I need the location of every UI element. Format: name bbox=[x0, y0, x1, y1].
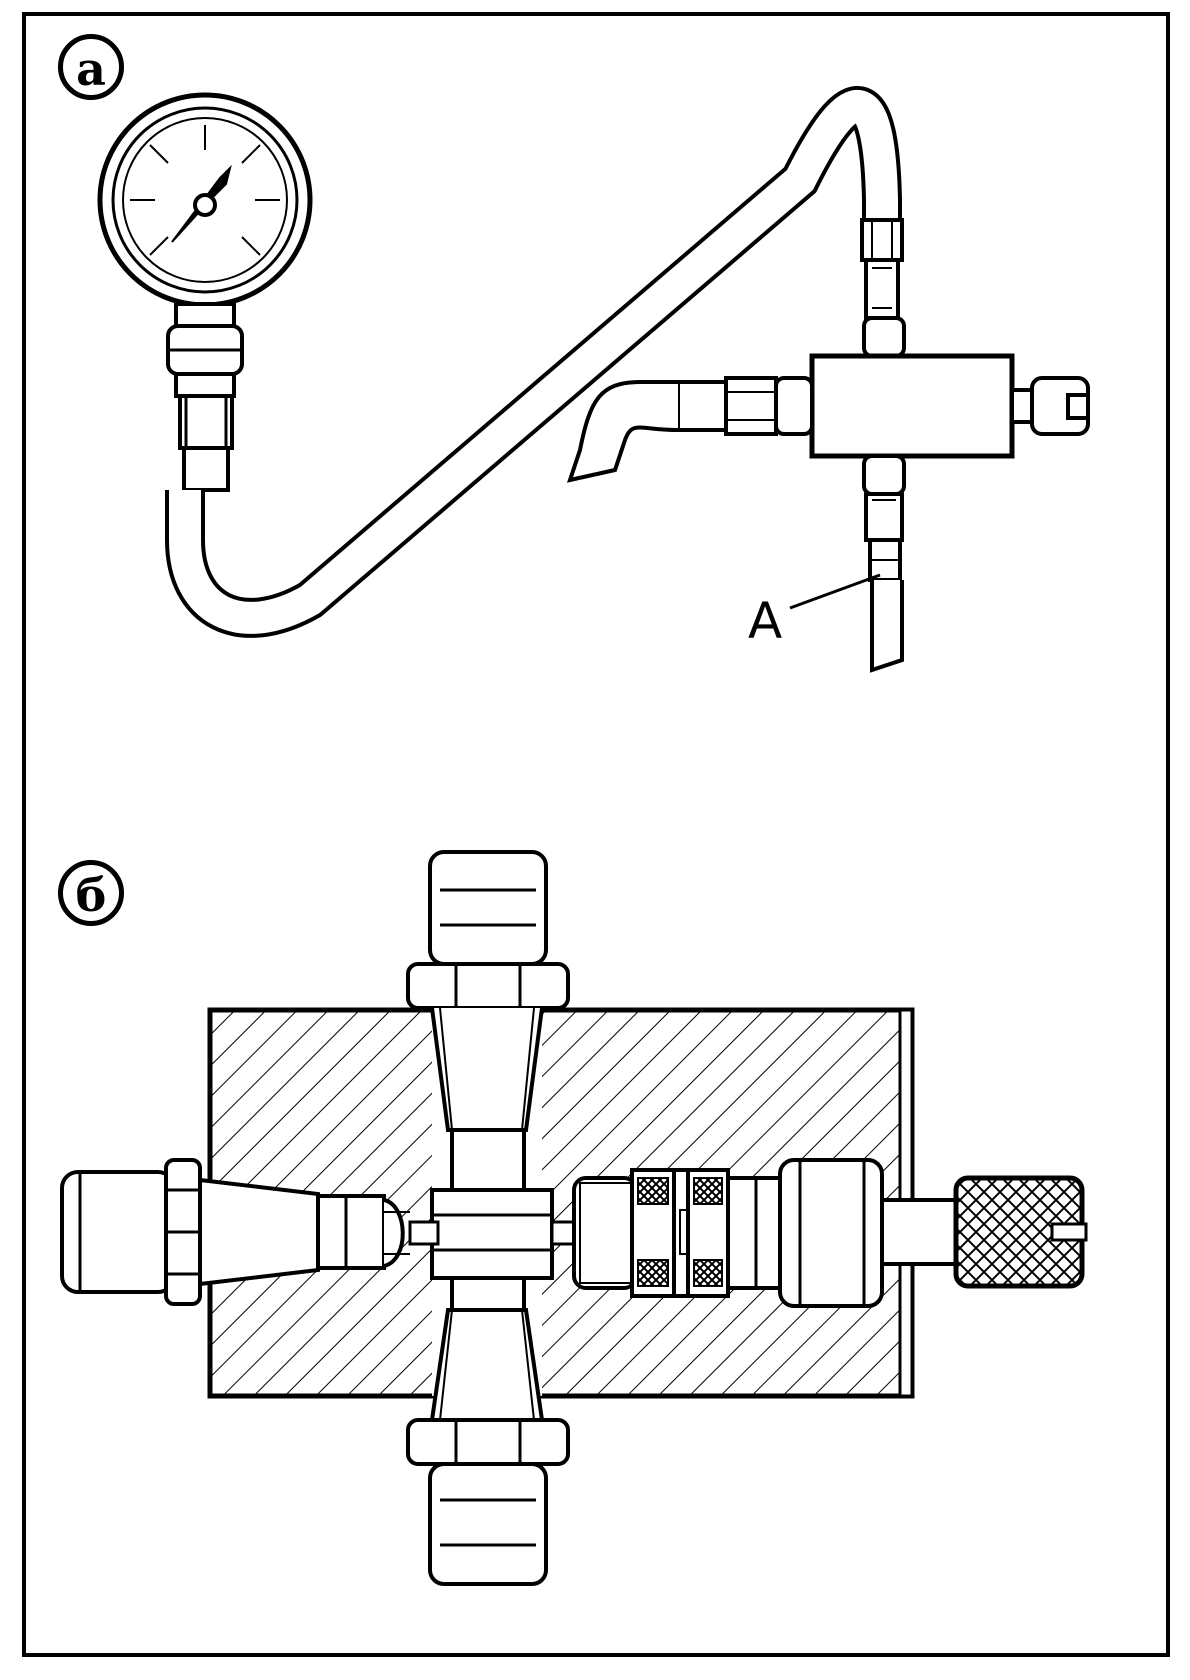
lower-fitting bbox=[862, 454, 906, 673]
tee-block bbox=[809, 353, 1015, 459]
bottom-fitting bbox=[406, 1268, 570, 1586]
panel-a-diagram bbox=[97, 86, 1090, 673]
valve-assembly bbox=[550, 1158, 1088, 1308]
panel-a-label: а bbox=[58, 34, 124, 100]
left-fitting bbox=[566, 376, 814, 483]
panel-b-label: б bbox=[58, 860, 124, 926]
callout-a-label: А bbox=[748, 592, 783, 650]
pressure-gauge bbox=[97, 92, 313, 492]
upper-fitting bbox=[860, 218, 906, 358]
callout-a-leader bbox=[789, 573, 881, 610]
panel-b-diagram bbox=[60, 850, 1088, 1586]
right-knob bbox=[1010, 376, 1090, 436]
left-fitting-b bbox=[60, 1158, 410, 1306]
